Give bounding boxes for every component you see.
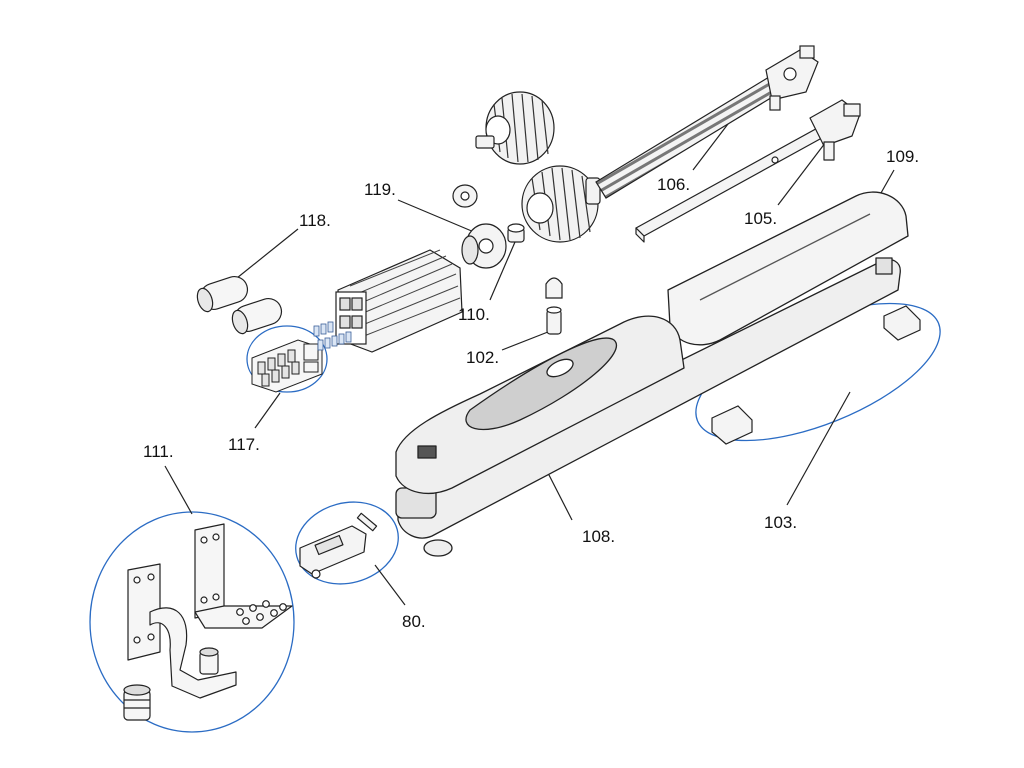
end-cap-plate: [299, 512, 378, 579]
callout-108: 108.: [582, 527, 616, 546]
callout-105: 105.: [744, 209, 778, 228]
worm-gear-front: [521, 165, 601, 243]
callout-111: 111.: [143, 442, 174, 461]
operator-housing: [395, 257, 901, 557]
worm-gear-rear: [475, 91, 555, 165]
callout-102: 102.: [466, 348, 500, 367]
electric-motor: [313, 249, 463, 353]
callout-106: 106.: [657, 175, 691, 194]
release-pin: [545, 277, 563, 335]
callout-119: 119.: [364, 180, 396, 199]
callout-110: 110.: [458, 305, 490, 324]
guide-bar: [635, 99, 861, 243]
bushing: [507, 223, 525, 243]
capacitor-pair: [196, 276, 283, 335]
slider-blocks: [711, 305, 921, 445]
callout-118: 118.: [299, 211, 331, 230]
callout-109: 109.: [886, 147, 920, 166]
group-ellipse-117: [246, 325, 328, 393]
callout-117: 117.: [228, 435, 260, 454]
motor-gear: [452, 184, 507, 269]
mounting-bracket-assembly: [123, 523, 293, 721]
screw-end-fitting: [765, 45, 819, 111]
callout-80: 80.: [402, 612, 426, 631]
callout-103: 103.: [764, 513, 798, 532]
group-ellipse-80: [295, 501, 399, 585]
group-ellipse-111: [89, 511, 295, 733]
terminal-block: [251, 339, 323, 393]
